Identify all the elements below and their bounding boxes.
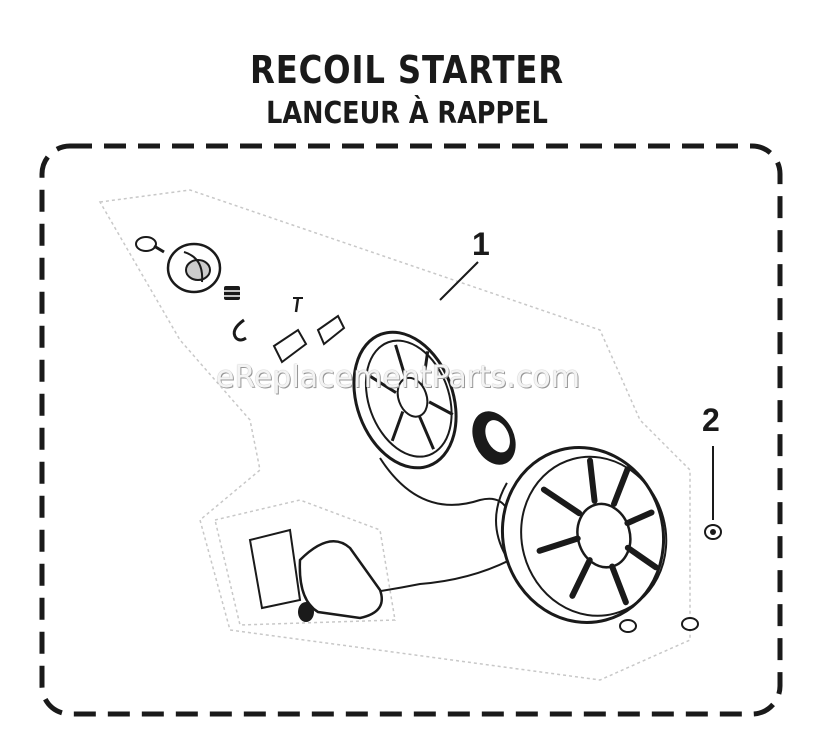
page-subtitle: LANCEUR À RAPPEL [266, 96, 548, 131]
callout-2: 2 [702, 402, 720, 438]
spring-icon [224, 286, 240, 300]
pawl-icon [272, 314, 346, 364]
pulley-icon [352, 330, 458, 470]
handle-box-outline [214, 499, 396, 626]
starter-rope [359, 457, 513, 595]
rope-handle-icon [248, 528, 383, 622]
screw-icon [619, 524, 722, 633]
assembly-outline [98, 189, 691, 681]
cam-plate-icon [166, 242, 222, 294]
watermark-text: eReplacementParts.com [216, 360, 581, 395]
callout-1-leader [439, 261, 479, 301]
page-title: RECOIL STARTER [249, 48, 565, 92]
dashed-frame [39, 143, 783, 717]
starter-housing-icon [495, 446, 668, 624]
pin-icon [293, 297, 303, 313]
bolt-icon [135, 236, 165, 254]
bushing-icon [472, 411, 516, 465]
callout-1: 1 [472, 226, 490, 262]
clip-icon [232, 318, 247, 342]
